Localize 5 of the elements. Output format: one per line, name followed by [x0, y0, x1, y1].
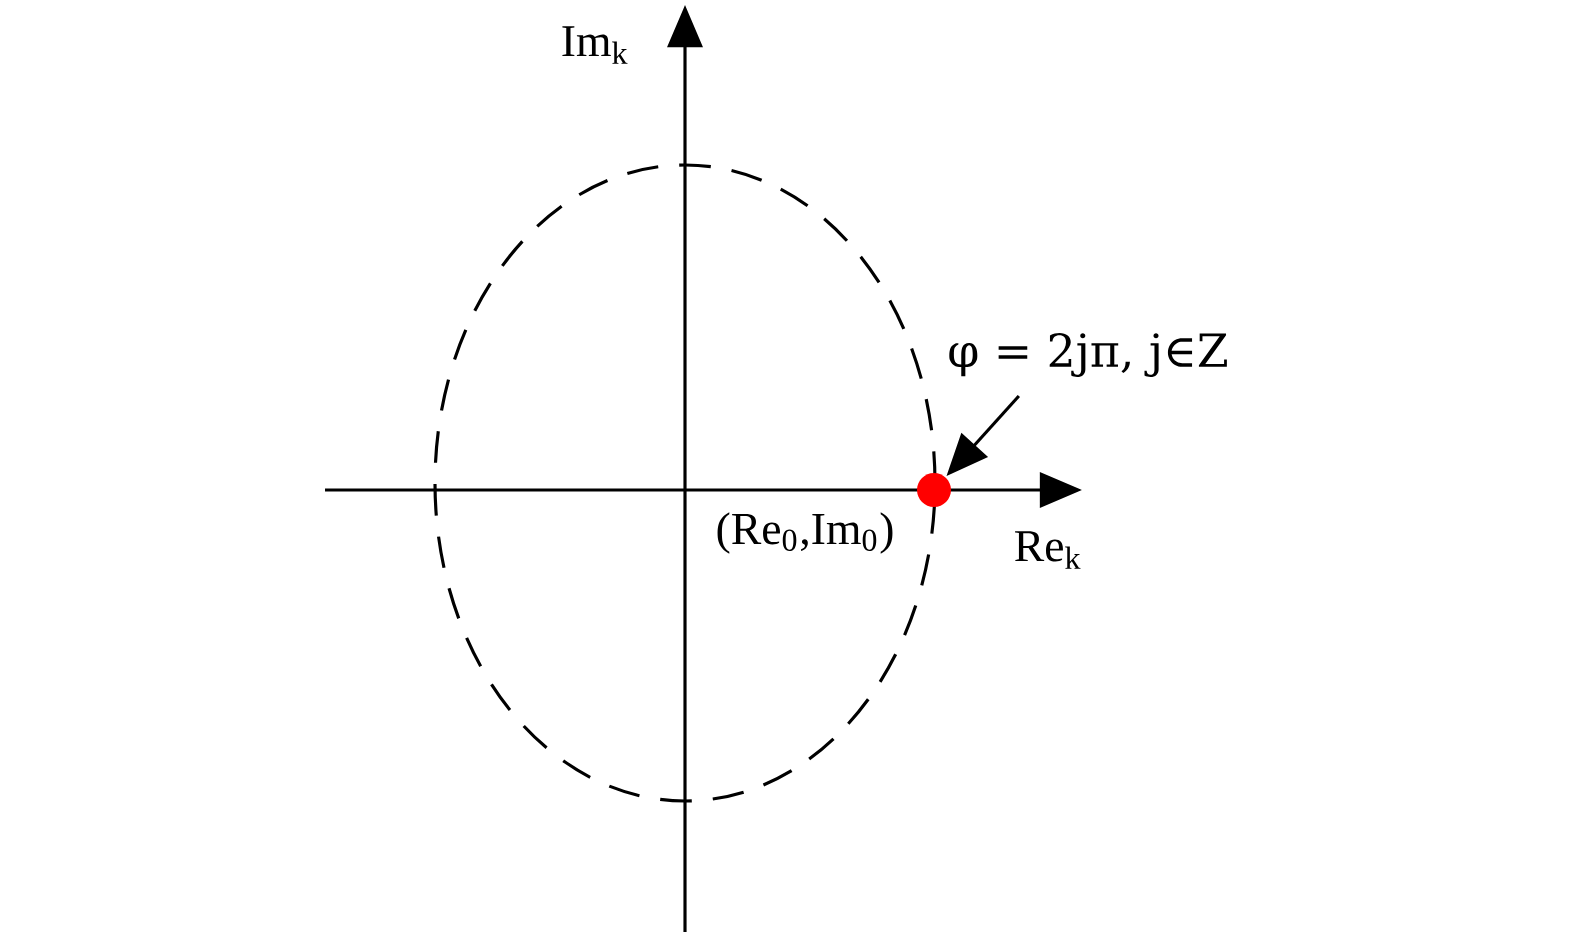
formula-label: φ = 2jπ, j∈Z: [949, 332, 1227, 377]
axis-label: Re$_{k}$: [1015, 531, 1081, 569]
point-marker: [917, 473, 951, 507]
axis-label: (Re$_{0}$,Im$_{0}$): [717, 512, 893, 554]
axis-label: Im$_{k}$: [562, 26, 628, 64]
